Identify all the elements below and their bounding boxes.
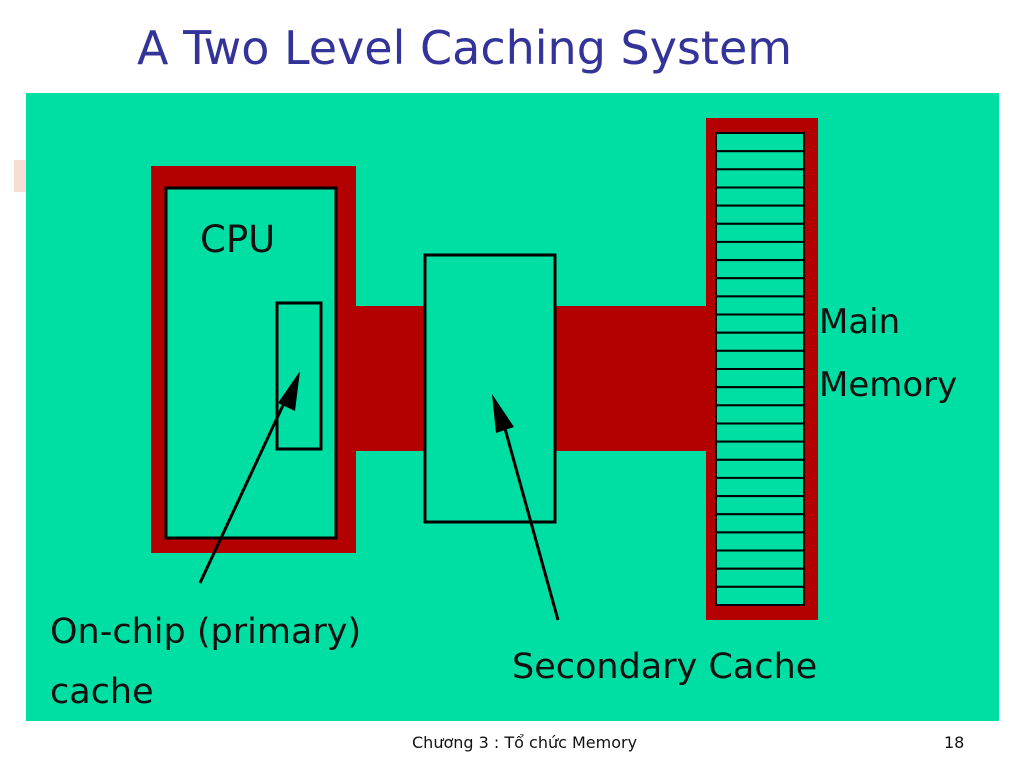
main-memory-cells (715, 132, 805, 606)
memory-cell (715, 549, 805, 570)
memory-cell (715, 186, 805, 207)
onchip-label-line1: On-chip (primary) (50, 612, 362, 652)
diagram-panel: CPU Main Memory On-chip (primary) cache … (26, 93, 999, 721)
memory-cell (715, 458, 805, 479)
caching-diagram (151, 118, 818, 621)
memory-cell (715, 476, 805, 498)
cpu-label: CPU (200, 218, 276, 261)
slide-title: A Two Level Caching System (137, 21, 793, 75)
page-number: 18 (944, 733, 965, 752)
secondary-arrowhead (492, 394, 514, 433)
main-memory-label-line1: Main (819, 302, 901, 342)
memory-cell (715, 240, 805, 262)
memory-cell (715, 531, 805, 552)
memory-cell (715, 259, 805, 280)
memory-cell (715, 440, 805, 461)
secondary-cache-label: Secondary Cache (512, 647, 818, 687)
memory-cell (715, 368, 805, 389)
memory-cell (715, 331, 805, 352)
slide-footer: Chương 3 : Tổ chức Memory (412, 733, 638, 752)
onchip-arrowhead (278, 371, 300, 411)
memory-cell (715, 404, 805, 425)
memory-cell (715, 168, 805, 189)
memory-cell (715, 567, 805, 588)
main-memory-label-line2: Memory (819, 365, 958, 405)
memory-cell (715, 422, 805, 443)
secondary-cache-box (423, 253, 557, 524)
memory-cell (715, 386, 805, 407)
memory-cell (715, 295, 805, 316)
secondary-pointer-arrow (502, 424, 560, 621)
memory-cell (715, 204, 805, 225)
onchip-pointer-arrow (198, 400, 287, 584)
memory-cell (715, 150, 805, 171)
decorative-bar (14, 160, 28, 192)
memory-cell (715, 585, 805, 606)
memory-cell (715, 495, 805, 516)
memory-cell (715, 222, 805, 244)
memory-cell (715, 513, 805, 534)
onchip-label-line2: cache (50, 672, 154, 712)
memory-cell (715, 313, 805, 334)
memory-cell (715, 132, 805, 153)
memory-cell (715, 277, 805, 298)
memory-cell (715, 349, 805, 370)
